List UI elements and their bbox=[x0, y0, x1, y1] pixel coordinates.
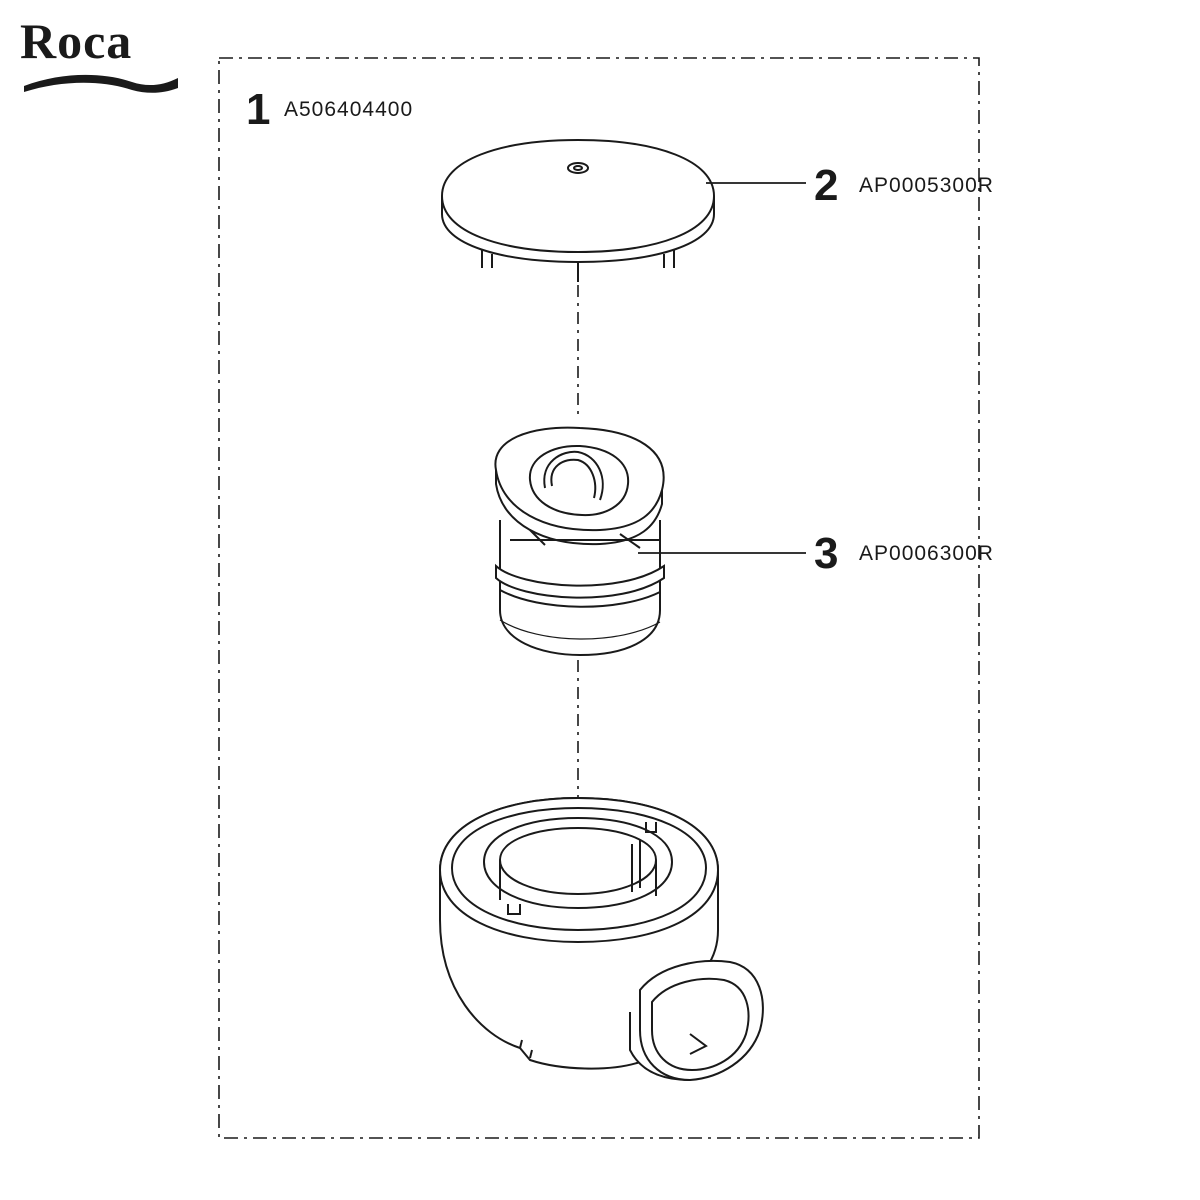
roca-logo: Roca bbox=[20, 13, 180, 93]
waste-trap-body bbox=[438, 796, 764, 1082]
part-2-code: AP0005300R bbox=[859, 174, 994, 197]
part-2-number: 2 bbox=[814, 161, 839, 210]
kit-code: A506404400 bbox=[284, 98, 414, 121]
strainer-insert-part bbox=[494, 426, 665, 657]
kit-number: 1 bbox=[246, 85, 271, 134]
part-3-code: AP0006300R bbox=[859, 542, 994, 565]
logo-wave-icon bbox=[24, 74, 178, 93]
part-3-number: 3 bbox=[814, 529, 839, 578]
logo-text: Roca bbox=[20, 13, 133, 69]
kit-boundary bbox=[218, 57, 980, 1139]
cover-part bbox=[440, 138, 716, 282]
